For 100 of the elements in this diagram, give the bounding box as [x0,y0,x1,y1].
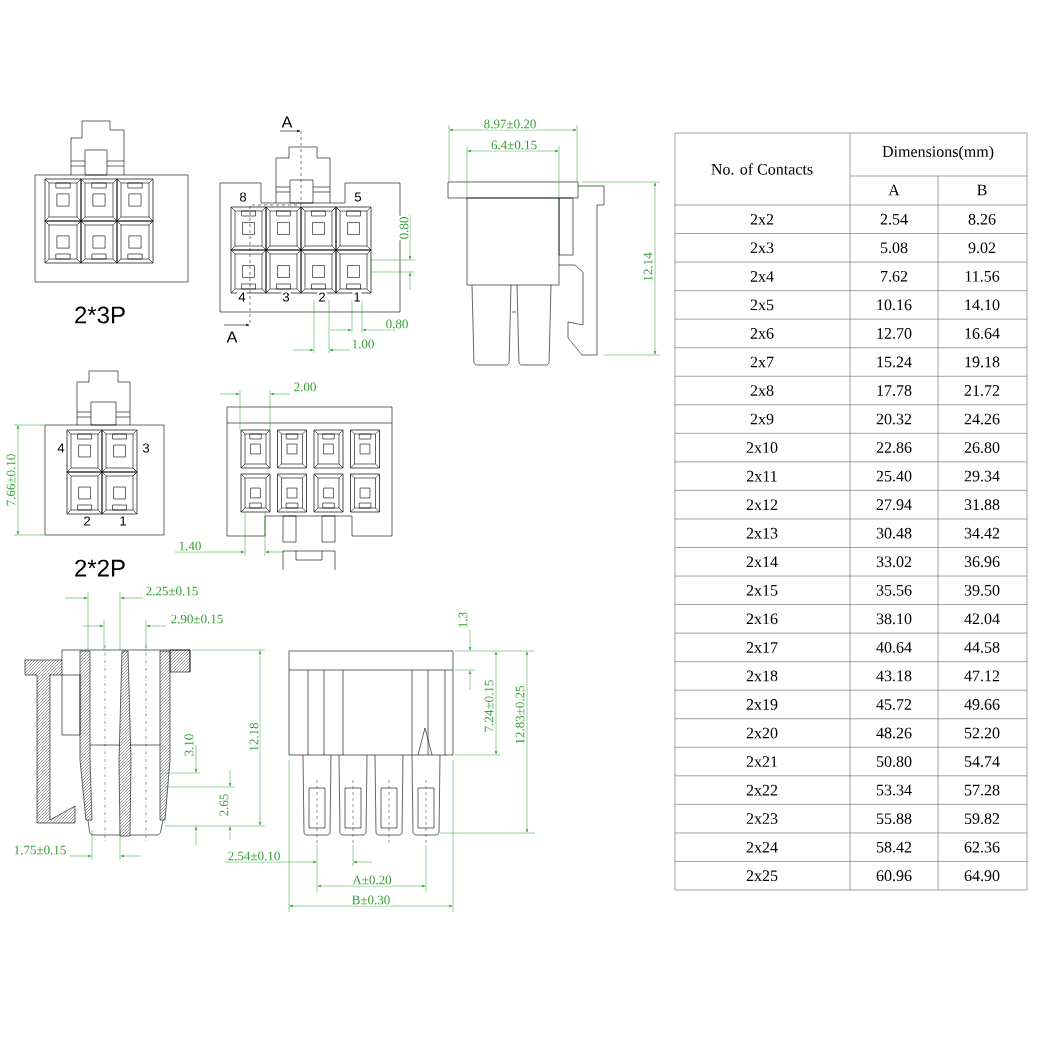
dimension-text: 2.25±0.15 [144,585,200,597]
table-cell: 20.32 [876,413,912,425]
table-cell: 2x25 [746,870,778,882]
dimension-text: 12.18 [248,721,260,753]
table-cell: 2x4 [750,271,774,282]
section-label: A [226,331,238,343]
dimension-text: 1.40 [177,540,203,552]
table-cell: 62.36 [964,841,1000,853]
table-cell: 59.82 [964,813,1000,825]
pin-number: 2 [317,291,327,303]
dimension-text: 1.75±0.15 [12,844,68,856]
dimension-text: 1.3 [457,610,469,630]
part-label: 2*2P [75,559,125,577]
table-cell: 26.80 [964,442,1000,454]
table-cell: 2x24 [746,841,778,853]
dimension-text: 8.97±0.20 [482,118,538,130]
table-cell: 2x9 [750,413,774,425]
table-cell: 12.70 [877,328,912,339]
table-cell: 8.26 [968,213,996,225]
table-cell: 58.42 [876,841,912,853]
table-cell: 45.72 [876,699,912,710]
dimension-text: 7.24±0.15 [483,678,495,734]
dimension-text: 7.66±0.10 [5,452,17,508]
table-cell: 9.02 [968,242,996,254]
pin-number: 3 [141,442,151,454]
table-header: B [977,184,987,196]
table-cell: 2x8 [750,385,774,396]
table-cell: 39.50 [964,584,1000,596]
table-cell: 42.04 [964,613,1000,625]
table-header: Dimensions(mm) [882,145,994,161]
table-cell: 15.24 [877,356,912,368]
dimension-text: 0.80 [384,318,410,330]
table-cell: 2x17 [746,642,778,653]
table-cell: 2x16 [746,613,778,625]
table-cell: 2x22 [746,784,778,796]
dimension-text: B±0.30 [350,894,392,906]
dimension-text: 2.90±0.15 [169,613,225,625]
table-cell: 24.26 [964,413,1000,425]
pin-number: 8 [238,191,248,203]
table-cell: 43.18 [876,670,912,682]
pin-number: 1 [352,291,362,303]
table-cell: 36.96 [964,556,1000,568]
table-cell: 35.56 [876,584,912,596]
table-cell: 40.64 [876,642,912,653]
section-label: A [281,116,293,128]
dimension-text: 0.80 [398,215,410,241]
table-cell: 2x13 [746,527,778,539]
pin-number: 4 [237,291,247,303]
table-cell: 2x10 [746,442,778,453]
table-cell: 16.64 [965,328,1000,339]
table-cell: 2.54 [880,213,908,225]
table-cell: 2x18 [746,670,778,682]
table-header: No. of Contacts [711,163,813,175]
table-cell: 2x19 [746,699,778,710]
part-label: 2*3P [75,306,125,324]
table-cell: 2x11 [747,470,777,482]
dimension-text: 12.83±0.25 [514,684,526,746]
table-cell: 47.12 [964,670,1000,682]
table-cell: 2x15 [746,584,778,596]
table-cell: 25.40 [876,470,912,482]
dimension-text: 3.10 [183,732,195,758]
table-cell: 52.20 [964,727,1000,739]
dimension-text: 2.54±0.10 [226,850,282,862]
table-cell: 29.34 [964,470,1000,482]
table-cell: 60.96 [876,870,912,882]
pin-number: 5 [353,191,363,203]
dimension-text: 1.00 [350,338,376,350]
table-cell: 2x2 [750,214,774,225]
table-cell: 64.90 [964,870,1000,882]
table-cell: 7.62 [881,270,908,282]
table-cell: 2x21 [746,756,778,767]
table-cell: 10.16 [877,299,912,311]
pin-number: 3 [281,291,291,303]
table-cell: 54.74 [964,756,1000,767]
pin-number: 2 [82,515,92,527]
table-cell: 19.18 [965,356,1000,368]
table-cell: 48.26 [876,727,912,739]
table-cell: 57.28 [964,784,1000,796]
table-cell: 49.66 [964,699,1000,710]
table-cell: 2x14 [746,556,778,568]
table-cell: 11.56 [965,270,1000,282]
table-cell: 22.86 [876,442,912,454]
table-cell: 5.08 [880,242,908,254]
dimension-text: 6.4±0.15 [489,139,539,151]
table-cell: 2x20 [746,727,778,739]
table-cell: 2x3 [750,242,774,254]
table-cell: 34.42 [964,527,1000,539]
dimension-text: 2.65 [218,792,230,818]
table-cell: 2x5 [750,299,774,311]
table-cell: 2x23 [746,813,778,825]
dimension-text: 2.00 [292,381,318,393]
table-cell: 2x6 [750,328,774,339]
pin-number: 1 [118,515,128,527]
table-cell: 21.72 [964,385,1000,396]
table-cell: 31.88 [964,499,1000,511]
table-cell: 2x7 [750,356,774,368]
pin-number: 4 [56,442,66,454]
table-cell: 14.10 [965,299,1000,311]
dimension-text: 12.14 [642,251,654,283]
table-cell: 55.88 [876,813,912,825]
